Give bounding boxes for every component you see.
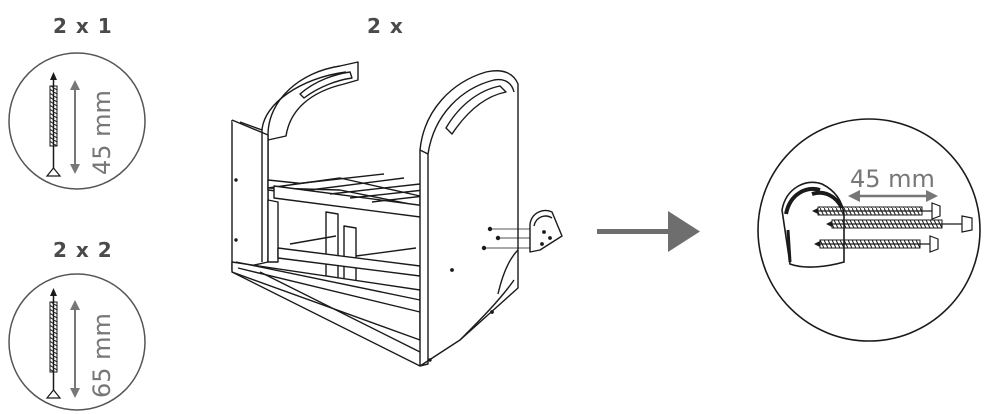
part-2-screw-circle: 65 mm — [8, 273, 146, 411]
screw-length-label: 65 mm — [88, 313, 116, 398]
bench-frame-illustration — [231, 61, 563, 367]
length-arrow — [70, 80, 80, 174]
length-arrow — [70, 300, 80, 398]
dimension-arrow — [848, 190, 938, 202]
assembly-quantity: 2 x — [367, 14, 404, 38]
part-1-quantity: 2 x 1 — [53, 14, 113, 38]
screw-icon — [812, 202, 941, 220]
screw-icon — [45, 72, 62, 177]
dimension-label: 45 mm — [850, 165, 935, 193]
screw-icon — [45, 288, 62, 399]
bracket-screw-detail: 45 mm — [757, 118, 981, 342]
part-1-screw-circle: 45 mm — [8, 52, 146, 190]
screw-icon — [826, 215, 973, 233]
part-2-quantity: 2 x 2 — [53, 238, 113, 262]
screw-icon — [814, 235, 939, 253]
screw-length-label: 45 mm — [88, 90, 116, 175]
arrow-right-icon — [597, 211, 700, 252]
